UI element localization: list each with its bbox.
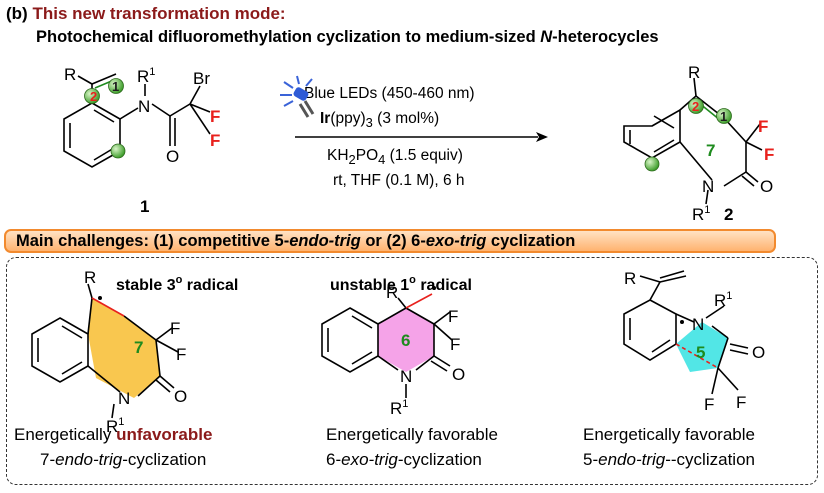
condition-catalyst: Ir(ppy)3 (3 mol%) xyxy=(320,110,440,131)
pathway-6-energy: Energetically favorable xyxy=(326,425,498,444)
product-carbon-1-ball xyxy=(716,108,732,124)
atom-F: F xyxy=(176,345,186,364)
radical-dot xyxy=(432,286,436,290)
atom-N: N xyxy=(692,315,704,334)
scheme-header: (b) This new transformation mode: xyxy=(6,4,286,24)
label-carbon-2: 2 xyxy=(692,99,699,114)
condition-light: Blue LEDs (450-460 nm) xyxy=(304,85,475,102)
pathway-5-endo-structure: R N R1 5 O F F xyxy=(623,269,765,414)
pathway-6-mode: 6-exo-trig-cyclization xyxy=(326,450,482,469)
label-carbon-1: 1 xyxy=(112,79,119,94)
atom-O: O xyxy=(174,387,187,406)
product-arene-ball xyxy=(644,156,660,172)
atom-R: R xyxy=(64,65,76,84)
atom-N: N xyxy=(400,367,412,386)
label-carbon-1: 1 xyxy=(720,109,727,124)
blue-led-icon xyxy=(280,75,315,118)
atom-O: O xyxy=(452,365,465,384)
ring-size-7: 7 xyxy=(706,141,715,160)
atom-F: F xyxy=(170,319,180,338)
atom-F: F xyxy=(450,335,460,354)
reaction-arrow xyxy=(295,132,548,142)
ring-size-6: 6 xyxy=(401,331,410,350)
atom-Br: Br xyxy=(193,69,210,88)
atom-O: O xyxy=(760,177,773,196)
alkene-carbon-1-ball xyxy=(108,78,124,94)
ring-size-7: 7 xyxy=(134,338,143,357)
atom-R1: R1 xyxy=(137,66,155,86)
atom-R1: R1 xyxy=(390,398,408,418)
condition-base: KH2PO4 (1.5 equiv) xyxy=(327,147,463,168)
alkene-carbon-2-ball xyxy=(84,88,100,104)
challenges-banner: Main challenges: (1) competitive 5-endo-… xyxy=(4,229,776,253)
unstable-radical-label: unstable 1o radical xyxy=(330,274,472,294)
atom-F: F xyxy=(704,395,714,414)
stable-radical-label: stable 3o radical xyxy=(116,274,238,294)
atom-O: O xyxy=(166,147,179,166)
atom-F: F xyxy=(448,307,458,326)
challenges-text: Main challenges: (1) competitive 5-endo-… xyxy=(16,232,576,250)
pathway-7-endo-structure: R 7 F F O N R1 stable 3o radical xyxy=(31,268,238,436)
atom-N: N xyxy=(138,97,150,116)
atom-F: F xyxy=(210,107,220,126)
atom-N: N xyxy=(702,177,714,196)
atom-F: F xyxy=(210,131,220,150)
pathway-7-mode: 7-endo-trig-cyclization xyxy=(40,450,207,469)
atom-R1: R1 xyxy=(106,416,124,436)
arene-carbon-ball xyxy=(110,143,126,159)
ring-size-5: 5 xyxy=(696,343,705,362)
atom-R: R xyxy=(84,268,96,287)
atom-N: N xyxy=(118,389,130,408)
radical-dot xyxy=(98,296,102,300)
scheme-title: This new transformation mode: xyxy=(32,4,286,23)
condition-solvent: rt, THF (0.1 M), 6 h xyxy=(333,172,465,189)
compound-1 xyxy=(63,73,211,168)
atom-R: R xyxy=(624,269,636,288)
compound-2-number: 2 xyxy=(724,205,733,224)
atom-F: F xyxy=(736,393,746,412)
product-carbon-2-ball xyxy=(688,98,704,114)
atom-F: F xyxy=(764,145,774,164)
scheme-label: (b) xyxy=(6,4,28,23)
atom-R1: R1 xyxy=(714,290,732,310)
atom-R1: R1 xyxy=(692,204,710,224)
atom-O: O xyxy=(752,343,765,362)
compound-2 xyxy=(623,77,763,205)
compound-1-number: 1 xyxy=(140,197,149,216)
atom-F: F xyxy=(758,117,768,136)
atom-R: R xyxy=(688,63,700,82)
pathway-7-energy: Energetically unfavorable xyxy=(14,425,213,444)
pathway-5-mode: 5-endo-trig--cyclization xyxy=(583,450,755,469)
radical-dot xyxy=(680,320,684,324)
atom-R: R xyxy=(386,283,398,302)
label-carbon-2: 2 xyxy=(90,89,97,104)
pathways-panel xyxy=(6,257,818,485)
pathway-6-exo-structure: R 6 F F O N R1 unstable 1o radical xyxy=(321,274,472,418)
scheme-subtitle: Photochemical difluoromethylation cycliz… xyxy=(36,28,659,46)
pathway-5-energy: Energetically favorable xyxy=(583,425,755,444)
